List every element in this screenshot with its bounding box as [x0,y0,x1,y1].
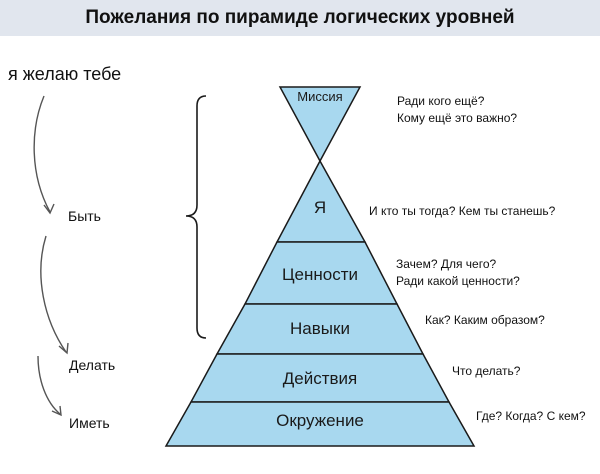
arrow-to-imet [37,355,62,417]
intro-text: я желаю тебе [8,64,122,84]
level-label-actions: Действия [282,369,358,388]
question-environment: Где? Когда? С кем? [476,409,586,423]
level-label-environment: Окружение [276,411,364,430]
step-imet: Иметь [69,415,110,431]
level-label-mission: Миссия [297,89,343,104]
step-byt: Быть [68,208,101,224]
curly-brace [185,95,207,339]
level-environment-shape [164,401,476,447]
question-self: И кто ты тогда? Кем ты станешь? [369,204,556,218]
title-bar: Пожелания по пирамиде логических уровней [0,0,600,36]
level-label-values: Ценности [281,265,359,284]
level-label-skills: Навыки [290,319,350,338]
level-label-self: Я [313,198,327,217]
arrow-to-delat [40,235,69,355]
question-skills: Как? Каким образом? [425,313,545,327]
page-title: Пожелания по пирамиде логических уровней [85,7,515,28]
arrow-to-byt [33,95,55,215]
level-mission-shape [278,86,362,163]
step-delat: Делать [69,357,116,373]
question-mission: Ради кого ещё? Кому ещё это важно? [397,94,518,125]
question-actions: Что делать? [452,364,521,378]
question-values: Зачем? Для чего? Ради какой ценности? [396,257,520,288]
